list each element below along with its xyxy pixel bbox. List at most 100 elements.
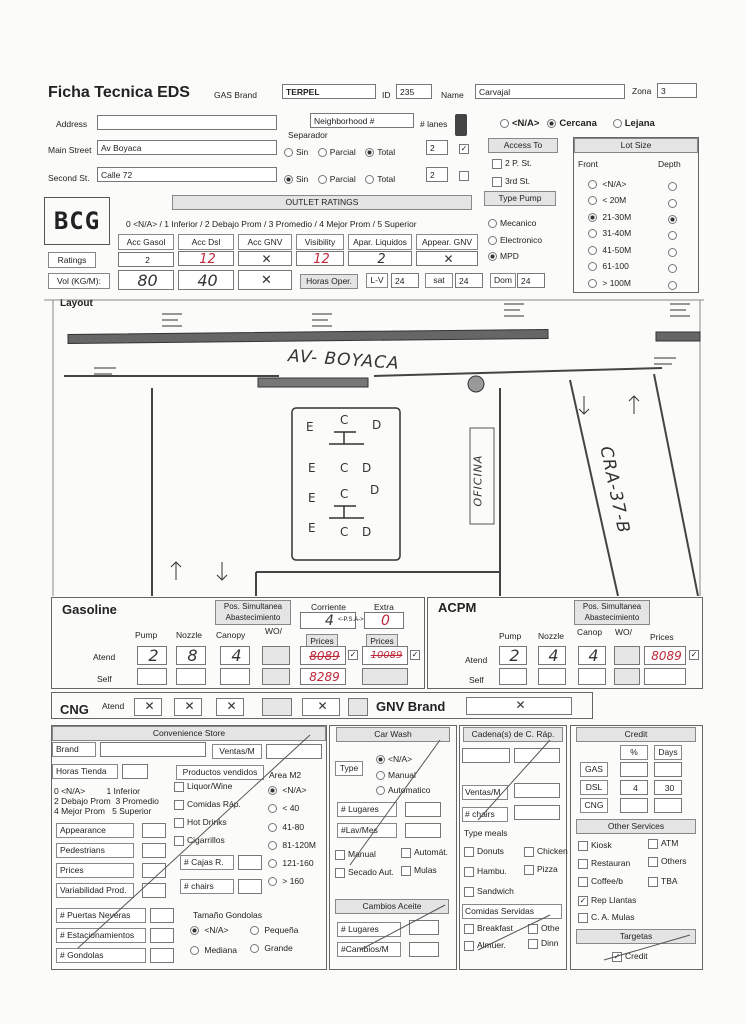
gas-self-pump[interactable]: [137, 668, 167, 685]
tamano-opt-na[interactable]: <N/A>: [190, 925, 228, 936]
prices-field[interactable]: [142, 863, 166, 878]
pump-mpd-radio[interactable]: MPD: [488, 251, 519, 262]
pedestrians-field[interactable]: [142, 843, 166, 858]
depth-opt-3[interactable]: [668, 230, 680, 241]
acpm-atend-canop[interactable]: 4: [578, 646, 606, 665]
meal-sandwich[interactable]: Sandwich: [464, 886, 514, 897]
lanes-main-check[interactable]: ✓: [459, 143, 469, 154]
meal-breakfast[interactable]: Breakfast: [464, 923, 513, 934]
extra-field[interactable]: 0: [364, 612, 404, 629]
acpm-self-wo[interactable]: [614, 668, 640, 685]
acpm-self-price[interactable]: [644, 668, 686, 685]
proximity-options[interactable]: <N/A> Cercana Lejana: [500, 118, 655, 129]
svc-rep-llantas[interactable]: ✓Rep Llantas: [578, 895, 637, 906]
gas-self-canopy[interactable]: [220, 668, 250, 685]
carwash-lugares-field[interactable]: [405, 802, 441, 817]
rating-appear-gnv[interactable]: ✕: [416, 251, 478, 266]
meal-pizza[interactable]: Pizza: [524, 864, 558, 875]
lot-opt-0[interactable]: <N/A>: [588, 179, 626, 190]
gas-self-wo[interactable]: [262, 668, 290, 685]
meal-othe[interactable]: Othe: [528, 923, 559, 934]
gas-price-corriente-new[interactable]: 8289: [300, 668, 346, 685]
credit-gas-pct[interactable]: [620, 762, 648, 777]
lot-opt-1[interactable]: < 20M: [588, 195, 626, 206]
credit-dsl-pct[interactable]: 4: [620, 780, 648, 795]
rating-visibility[interactable]: 12: [296, 251, 344, 266]
main-street-field[interactable]: Av Boyaca: [97, 140, 277, 155]
credit-gas-days[interactable]: [654, 762, 682, 777]
credit-cng-pct[interactable]: [620, 798, 648, 813]
gas-self-nozzle[interactable]: [176, 668, 206, 685]
svc-coffee[interactable]: Coffee/b: [578, 876, 623, 887]
depth-opt-6[interactable]: [668, 280, 680, 291]
access-3rd-check[interactable]: 3rd St.: [492, 176, 530, 187]
zona-field[interactable]: 3: [657, 83, 697, 98]
depth-opt-1[interactable]: [668, 198, 680, 209]
targetas-credit-check[interactable]: ✓Credit: [612, 951, 648, 962]
gas-price-extra-old[interactable]: 10089: [362, 646, 408, 665]
sat-field[interactable]: 24: [455, 273, 483, 288]
access-2p-check[interactable]: 2 P. St.: [492, 158, 532, 169]
cadena-field-1[interactable]: [462, 748, 510, 763]
acpm-self-pump[interactable]: [499, 668, 527, 685]
cng-mark-1[interactable]: ✕: [134, 698, 162, 716]
lv-field[interactable]: 24: [391, 273, 419, 288]
carwash-lav-field[interactable]: [405, 823, 441, 838]
gas-brand-field[interactable]: TERPEL: [282, 84, 376, 99]
svc-ca-mulas[interactable]: C. A. Mulas: [578, 912, 634, 923]
dom-field[interactable]: 24: [517, 273, 545, 288]
acpm-self-nozzle[interactable]: [538, 668, 566, 685]
carwash-manual-check[interactable]: Manual: [335, 849, 376, 860]
acpm-atend-wo[interactable]: [614, 646, 640, 665]
area-opt-1[interactable]: < 40: [268, 803, 299, 814]
gas-atend-wo[interactable]: [262, 646, 290, 665]
svc-atm[interactable]: ATM: [648, 838, 678, 849]
gas-price-corriente-old[interactable]: 8089: [300, 646, 346, 665]
pump-mecanico-radio[interactable]: Mecanico: [488, 218, 536, 229]
lanes-second-field[interactable]: 2: [426, 167, 448, 182]
separador-second-options[interactable]: Sin Parcial Total: [284, 174, 395, 185]
carwash-secado-check[interactable]: Secado Aut.: [335, 867, 394, 878]
depth-opt-4[interactable]: [668, 247, 680, 258]
cng-extra[interactable]: [348, 698, 368, 716]
name-field[interactable]: Carvajal: [475, 84, 625, 99]
neighborhood-field[interactable]: Neighborhood #: [310, 113, 414, 128]
credit-cng-days[interactable]: [654, 798, 682, 813]
appearance-field[interactable]: [142, 823, 166, 838]
variabilidad-field[interactable]: [142, 883, 166, 898]
store-chairs-field[interactable]: [238, 879, 262, 894]
vol-gnv[interactable]: ✕: [238, 270, 292, 290]
area-opt-4[interactable]: 121-160: [268, 858, 314, 869]
gas-extra-check[interactable]: ✓: [410, 649, 420, 660]
vol-dsl[interactable]: 40: [178, 270, 234, 290]
carwash-opt-manual[interactable]: Manual: [376, 770, 416, 781]
brand-field[interactable]: [100, 742, 206, 757]
carwash-automat-check[interactable]: Automát.: [401, 847, 448, 858]
prod-liquor[interactable]: Liquor/Wine: [174, 781, 232, 792]
rating-apar-liquidos[interactable]: 2: [348, 251, 412, 266]
lot-opt-3[interactable]: 31-40M: [588, 228, 631, 239]
separador-main-options[interactable]: Sin Parcial Total: [284, 147, 395, 158]
id-field[interactable]: 235: [396, 84, 432, 99]
corriente-field[interactable]: 4: [300, 612, 356, 629]
area-opt-0[interactable]: <N/A>: [268, 785, 306, 796]
depth-opt-0[interactable]: [668, 181, 680, 192]
acpm-atend-pump[interactable]: 2: [499, 646, 527, 665]
tamano-opt-mediana[interactable]: Mediana: [190, 945, 237, 956]
svc-tba[interactable]: TBA: [648, 876, 678, 887]
lot-opt-6[interactable]: > 100M: [588, 278, 631, 289]
cadena-ventas-field[interactable]: [514, 783, 560, 798]
carwash-opt-auto[interactable]: Automatico: [376, 785, 431, 796]
prod-comidas[interactable]: Comidas Ráp.: [174, 799, 241, 810]
prod-cigarrillos[interactable]: Cigarrillos: [174, 835, 225, 846]
tamano-opt-pequena[interactable]: Pequeña: [250, 925, 298, 936]
cambios-cambios-field[interactable]: [409, 942, 439, 957]
lot-opt-2[interactable]: 21-30M: [588, 212, 631, 223]
meal-almuer[interactable]: Almuer.: [464, 940, 506, 951]
gondolas-field[interactable]: [150, 948, 174, 963]
credit-dsl-days[interactable]: 30: [654, 780, 682, 795]
area-opt-2[interactable]: 41-80: [268, 822, 304, 833]
cng-mark-2[interactable]: ✕: [174, 698, 202, 716]
cng-mark-3[interactable]: ✕: [216, 698, 244, 716]
lanes-main-field[interactable]: 2: [426, 140, 448, 155]
